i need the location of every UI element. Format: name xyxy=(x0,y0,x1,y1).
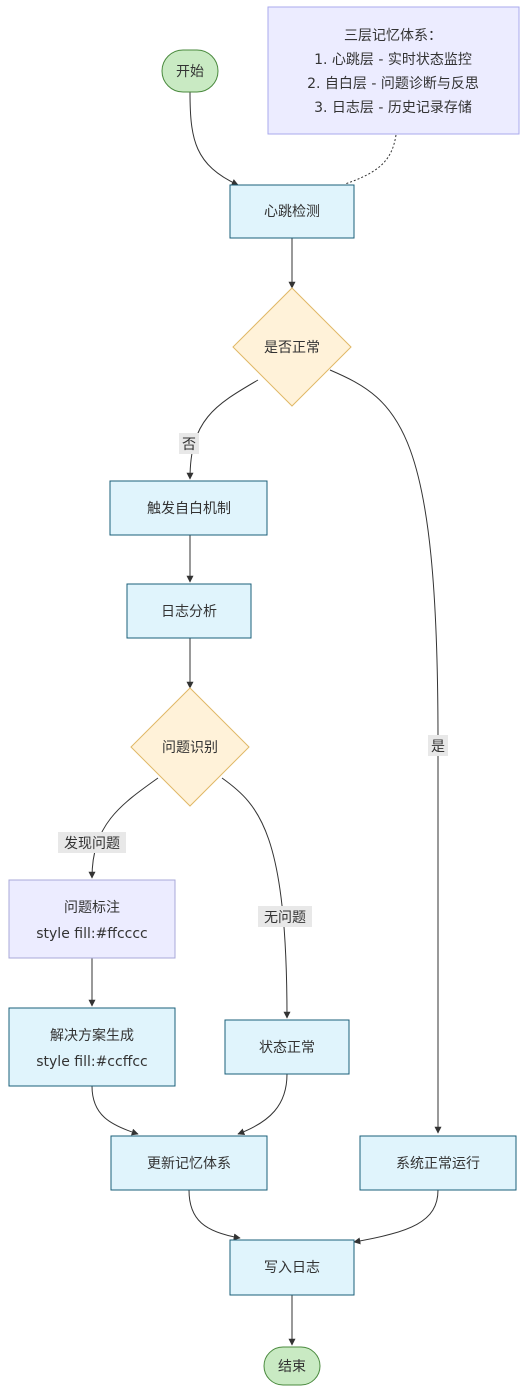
node-trigger-confession-label: 触发自白机制 xyxy=(147,501,231,517)
node-end: 结束 xyxy=(263,1346,321,1386)
node-problem-mark: 问题标注 style fill:#ffcccc xyxy=(8,879,176,959)
node-trigger-confession: 触发自白机制 xyxy=(109,480,268,536)
edge-labels: 否 是 发现问题 无问题 xyxy=(58,433,448,927)
note-line-2: 1. 心跳层 - 实时状态监控 xyxy=(314,52,472,68)
edges xyxy=(88,91,442,1346)
edge-solution-to-update xyxy=(91,1085,139,1136)
node-problem-identify-label: 问题识别 xyxy=(162,740,218,756)
edge-start-to-heartbeat xyxy=(189,91,239,186)
node-log-analysis-label: 日志分析 xyxy=(161,604,217,620)
node-problem-identify-decision: 问题识别 xyxy=(130,687,250,807)
edge-decision-yes xyxy=(329,369,442,1134)
node-state-normal-label: 状态正常 xyxy=(259,1040,315,1056)
node-log-analysis: 日志分析 xyxy=(126,583,252,639)
edge-label-no: 否 xyxy=(182,437,196,453)
edge-identify-none xyxy=(221,777,291,1019)
node-write-log: 写入日志 xyxy=(229,1239,355,1296)
node-solution-gen: 解决方案生成 style fill:#ccffcc xyxy=(8,1007,176,1087)
node-system-running: 系统正常运行 xyxy=(359,1135,517,1191)
node-is-normal-decision: 是否正常 xyxy=(232,287,352,407)
node-start: 开始 xyxy=(161,49,219,93)
edge-decision-no xyxy=(186,379,259,480)
edge-label-found-problem: 发现问题 xyxy=(64,836,120,852)
edge-system-to-write xyxy=(353,1189,439,1245)
edge-state-to-update xyxy=(237,1073,288,1136)
node-solution-gen-line-1: 解决方案生成 xyxy=(50,1027,134,1044)
node-end-label: 结束 xyxy=(278,1359,306,1375)
edge-label-yes: 是 xyxy=(431,739,445,755)
note-line-4: 3. 日志层 - 历史记录存储 xyxy=(314,100,472,116)
node-heartbeat: 心跳检测 xyxy=(229,184,355,239)
node-update-memory-label: 更新记忆体系 xyxy=(147,1156,231,1172)
node-update-memory: 更新记忆体系 xyxy=(110,1135,268,1191)
node-heartbeat-label: 心跳检测 xyxy=(264,204,320,220)
node-state-normal: 状态正常 xyxy=(224,1019,350,1075)
node-is-normal-label: 是否正常 xyxy=(264,340,320,356)
note-box: 三层记忆体系： 1. 心跳层 - 实时状态监控 2. 自白层 - 问题诊断与反思… xyxy=(267,6,520,135)
edge-update-to-write xyxy=(188,1189,241,1241)
note-connector xyxy=(344,134,397,185)
node-write-log-label: 写入日志 xyxy=(264,1260,320,1276)
node-system-running-label: 系统正常运行 xyxy=(396,1156,480,1172)
node-problem-mark-line-1: 问题标注 xyxy=(64,900,120,916)
node-start-label: 开始 xyxy=(176,64,204,80)
note-line-1: 三层记忆体系： xyxy=(344,28,442,44)
edge-label-no-problem: 无问题 xyxy=(264,910,306,926)
node-problem-mark-line-2: style fill:#ffcccc xyxy=(36,926,148,942)
node-solution-gen-line-2: style fill:#ccffcc xyxy=(36,1054,148,1070)
note-line-3: 2. 自白层 - 问题诊断与反思 xyxy=(307,76,479,92)
edge-identify-found xyxy=(88,777,159,879)
